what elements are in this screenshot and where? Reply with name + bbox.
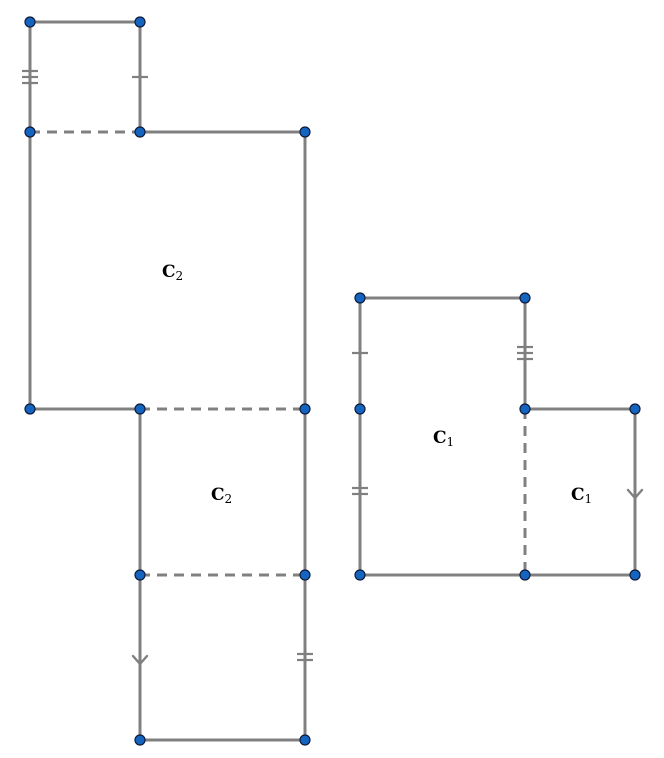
face-label-c2-bottom: C2 <box>211 485 232 506</box>
face-label-c1-right: C1 <box>571 485 592 506</box>
vertex[interactable] <box>354 569 366 581</box>
vertex[interactable] <box>519 569 531 581</box>
vertex[interactable] <box>24 16 36 28</box>
vertex[interactable] <box>354 292 366 304</box>
vertex[interactable] <box>299 403 311 415</box>
vertex[interactable] <box>134 734 146 746</box>
double-tick-mark <box>297 652 313 662</box>
double-tick-mark <box>352 486 368 496</box>
vertex[interactable] <box>354 403 366 415</box>
vertex[interactable] <box>134 403 146 415</box>
face-label-c1-left: C1 <box>433 428 454 449</box>
left-net: C2 C2 <box>22 16 313 746</box>
vertex[interactable] <box>629 569 641 581</box>
vertex[interactable] <box>519 403 531 415</box>
arrow-down-icon <box>131 654 149 666</box>
vertex[interactable] <box>299 569 311 581</box>
arrow-down-icon <box>626 488 644 500</box>
vertex[interactable] <box>299 126 311 138</box>
vertex[interactable] <box>519 292 531 304</box>
vertex[interactable] <box>299 734 311 746</box>
vertex[interactable] <box>134 126 146 138</box>
triple-tick-mark <box>22 69 38 85</box>
triple-tick-mark <box>517 345 533 361</box>
vertex[interactable] <box>629 403 641 415</box>
vertex[interactable] <box>134 569 146 581</box>
face-label-c2-top: C2 <box>162 262 183 283</box>
vertex[interactable] <box>134 16 146 28</box>
vertex[interactable] <box>24 126 36 138</box>
vertex[interactable] <box>24 403 36 415</box>
right-net: C1 C1 <box>352 292 644 581</box>
